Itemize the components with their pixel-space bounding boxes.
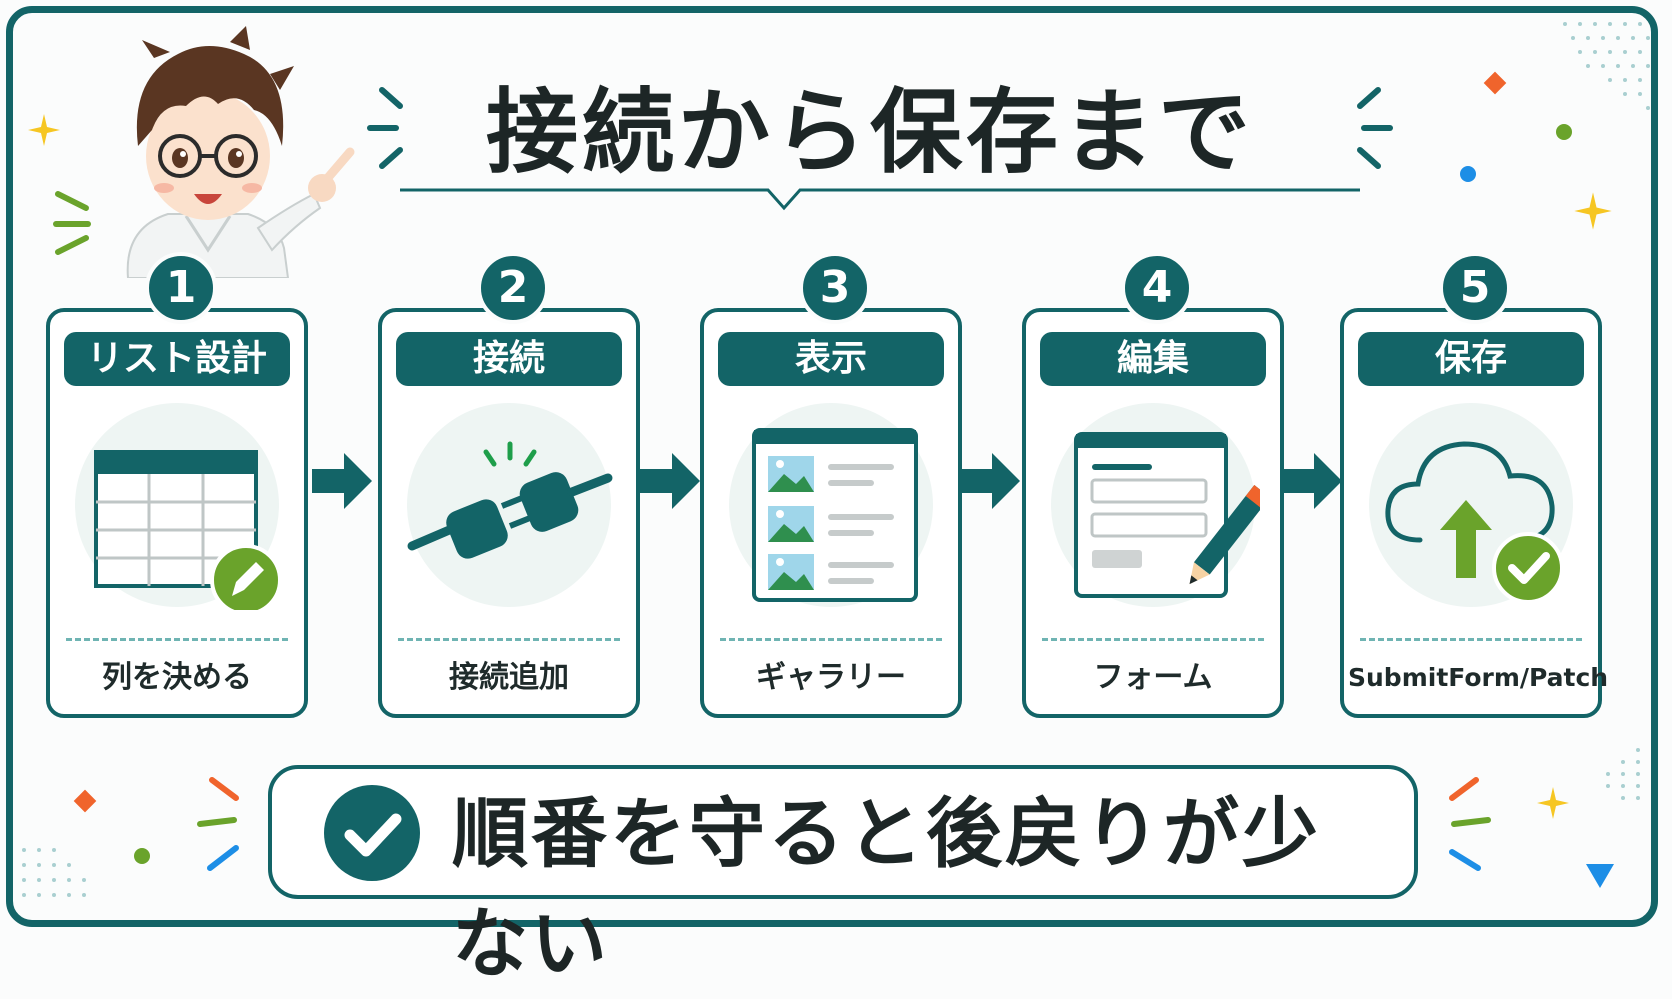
form-edit-icon (1051, 403, 1260, 607)
step-number-badge: 4 (1121, 252, 1193, 324)
plug-connect-icon (407, 403, 613, 607)
step-label: 編集 (1040, 332, 1266, 386)
title-underline (400, 188, 1360, 211)
step-card: リスト設計 列を決める (46, 308, 308, 718)
step-label: 表示 (718, 332, 944, 386)
dot-confetti-icon (134, 848, 150, 864)
check-icon (324, 785, 420, 881)
dot-confetti-icon (1460, 166, 1476, 182)
step-caption: SubmitForm/Patch (1348, 663, 1609, 692)
page-title: 接続から保存まで (485, 79, 1254, 186)
dot-pattern-decoration (22, 848, 86, 897)
arrow-right-icon (960, 453, 1020, 509)
step-label: 保存 (1358, 332, 1584, 386)
step-4: 4 編集 フォーム (1022, 252, 1284, 718)
emphasis-lines-decoration (197, 777, 239, 871)
step-3: 3 表示 ギャラリー (700, 252, 962, 718)
step-1: 1 リスト設計 列を決める (46, 252, 308, 718)
arrow-right-icon (312, 453, 372, 509)
sparkle-icon (1574, 192, 1612, 230)
step-label: リスト設計 (64, 332, 290, 386)
avatar (126, 26, 355, 278)
step-caption: フォーム (1093, 660, 1213, 695)
cloud-upload-check-icon (1369, 403, 1573, 607)
table-edit-icon (75, 403, 282, 610)
divider (398, 638, 620, 641)
diamond-confetti-icon (1483, 71, 1507, 95)
step-number-badge: 3 (799, 252, 871, 324)
sparkle-icon (1537, 787, 1569, 819)
emphasis-lines-decoration (1357, 87, 1393, 169)
divider (720, 638, 942, 641)
sparkle-icon (28, 114, 60, 146)
summary-banner: 順番を守ると後戻りが少ない (268, 765, 1418, 988)
emphasis-lines-decoration (1449, 777, 1491, 871)
step-number-badge: 1 (145, 252, 217, 324)
divider (66, 638, 288, 641)
emphasis-lines-decoration (53, 191, 91, 255)
step-card: 接続 接続追加 (378, 308, 640, 718)
divider (1360, 638, 1582, 641)
step-card: 保存 SubmitForm/Patch (1340, 308, 1609, 718)
dot-confetti-icon (1556, 124, 1572, 140)
step-caption: ギャラリー (756, 660, 906, 695)
dot-pattern-decoration (1606, 748, 1640, 800)
divider (1042, 638, 1264, 641)
emphasis-lines-decoration (367, 87, 403, 169)
triangle-confetti-icon (1586, 864, 1614, 888)
step-caption: 接続追加 (449, 660, 569, 695)
step-number-badge: 5 (1439, 252, 1511, 324)
step-card: 編集 フォーム (1022, 308, 1284, 718)
step-caption: 列を決める (102, 660, 252, 695)
summary-text: 順番を守ると後戻りが少ない (452, 789, 1321, 988)
gallery-list-icon (729, 403, 933, 607)
step-5: 5 保存 SubmitForm/Patch (1340, 252, 1609, 718)
diamond-confetti-icon (73, 789, 97, 813)
step-label: 接続 (396, 332, 622, 386)
dot-pattern-decoration (1563, 22, 1650, 110)
step-card: 表示 ギャラリー (700, 308, 962, 718)
step-2: 2 接続 接続追加 (378, 252, 640, 718)
arrow-right-icon (640, 453, 700, 509)
arrow-right-icon (1282, 453, 1342, 509)
step-number-badge: 2 (477, 252, 549, 324)
